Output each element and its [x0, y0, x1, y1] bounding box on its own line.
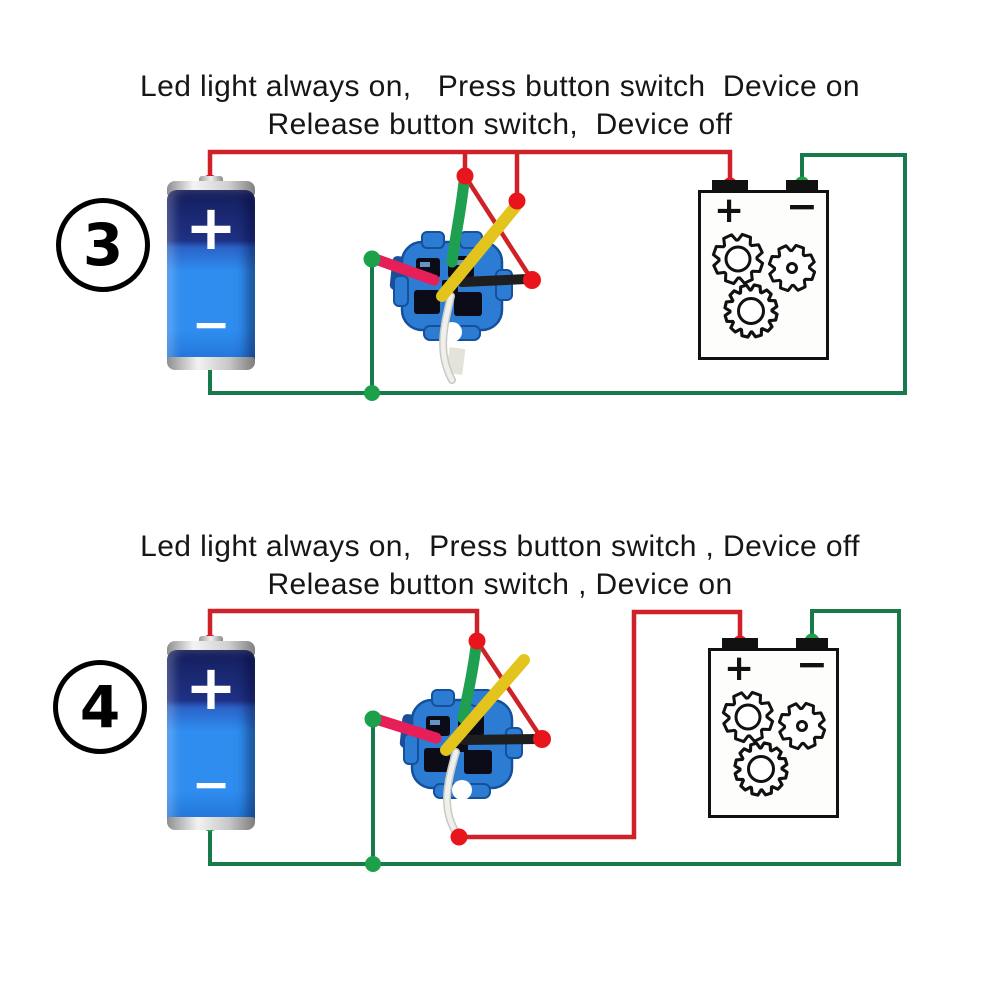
red-diagonal-wire [475, 639, 544, 741]
junction-dot-pink-ground [364, 710, 382, 728]
junction-dot-led-feed [456, 167, 474, 185]
device-negative-terminal [786, 180, 818, 193]
device-4: + − [708, 638, 839, 818]
wire-tag [446, 347, 466, 375]
battery-bottom-cap [167, 357, 255, 370]
pink-wire [373, 714, 442, 744]
device-negative-terminal [796, 638, 828, 651]
junction-dot-white-wire [450, 828, 468, 846]
diagram-4: Led light always on, Press button switch… [0, 460, 1000, 1000]
red-positive-wire [207, 608, 480, 642]
black-wire [457, 274, 532, 287]
junction-dot-pink-ground [363, 250, 381, 268]
red-positive-wire [207, 149, 733, 185]
gears-icon [698, 180, 829, 360]
junction-dot-yellow-top [508, 192, 526, 210]
junction-dot-led-feed [468, 632, 486, 650]
yellow-wire [436, 200, 522, 302]
battery-plus-symbol: + [185, 191, 237, 264]
black-wire [459, 734, 542, 745]
device-minus-symbol: − [786, 184, 818, 228]
diagram-3: Led light always on, Press button switch… [0, 0, 1000, 460]
battery-3: + − [167, 176, 255, 370]
battery-minus-symbol: − [191, 757, 231, 811]
diagram-4-caption-line-1: Led light always on, Press button switch… [140, 530, 860, 563]
green-lead-wire [446, 176, 470, 268]
circuit-overlay-3 [202, 149, 907, 401]
step-number-badge-3: 3 [56, 198, 150, 292]
step-number-badge-4: 4 [53, 660, 147, 754]
device-minus-symbol: − [796, 642, 828, 686]
battery-4: + − [167, 636, 255, 830]
battery-body [167, 650, 255, 830]
device-plus-symbol: + [714, 190, 745, 231]
pink-wire [372, 254, 440, 286]
battery-minus-symbol: − [191, 297, 231, 351]
device-positive-terminal [722, 638, 758, 651]
junction-dot-ground-rail [365, 856, 381, 872]
step-number-4: 4 [79, 673, 121, 741]
step-number-3: 3 [82, 211, 124, 279]
battery-body [167, 190, 255, 370]
junction-dot-ground-rail [364, 385, 380, 401]
device-box [698, 190, 829, 360]
diagram-3-caption-line-1: Led light always on, Press button switch… [140, 70, 860, 103]
green-lead-wire [457, 640, 482, 724]
circuit-overlay-4 [202, 608, 901, 872]
green-negative-wire [208, 609, 901, 866]
junction-dot-black-wire [523, 271, 541, 289]
green-negative-wire [208, 153, 907, 395]
battery-plus-symbol: + [185, 651, 237, 724]
device-plus-symbol: + [724, 648, 755, 689]
diagram-3-caption-line-2: Release button switch, Device off [267, 108, 733, 141]
white-wire [444, 749, 460, 837]
white-wire [440, 293, 455, 383]
red-device-feed-wire [459, 609, 743, 840]
diagram-4-caption-line-2: Release button switch , Device on [267, 568, 733, 601]
gears-icon [708, 638, 839, 818]
battery-bottom-cap [167, 817, 255, 830]
device-3: + − [698, 180, 829, 360]
device-positive-terminal [712, 180, 748, 193]
yellow-wire [440, 654, 530, 756]
junction-dot-black-wire [533, 730, 551, 748]
